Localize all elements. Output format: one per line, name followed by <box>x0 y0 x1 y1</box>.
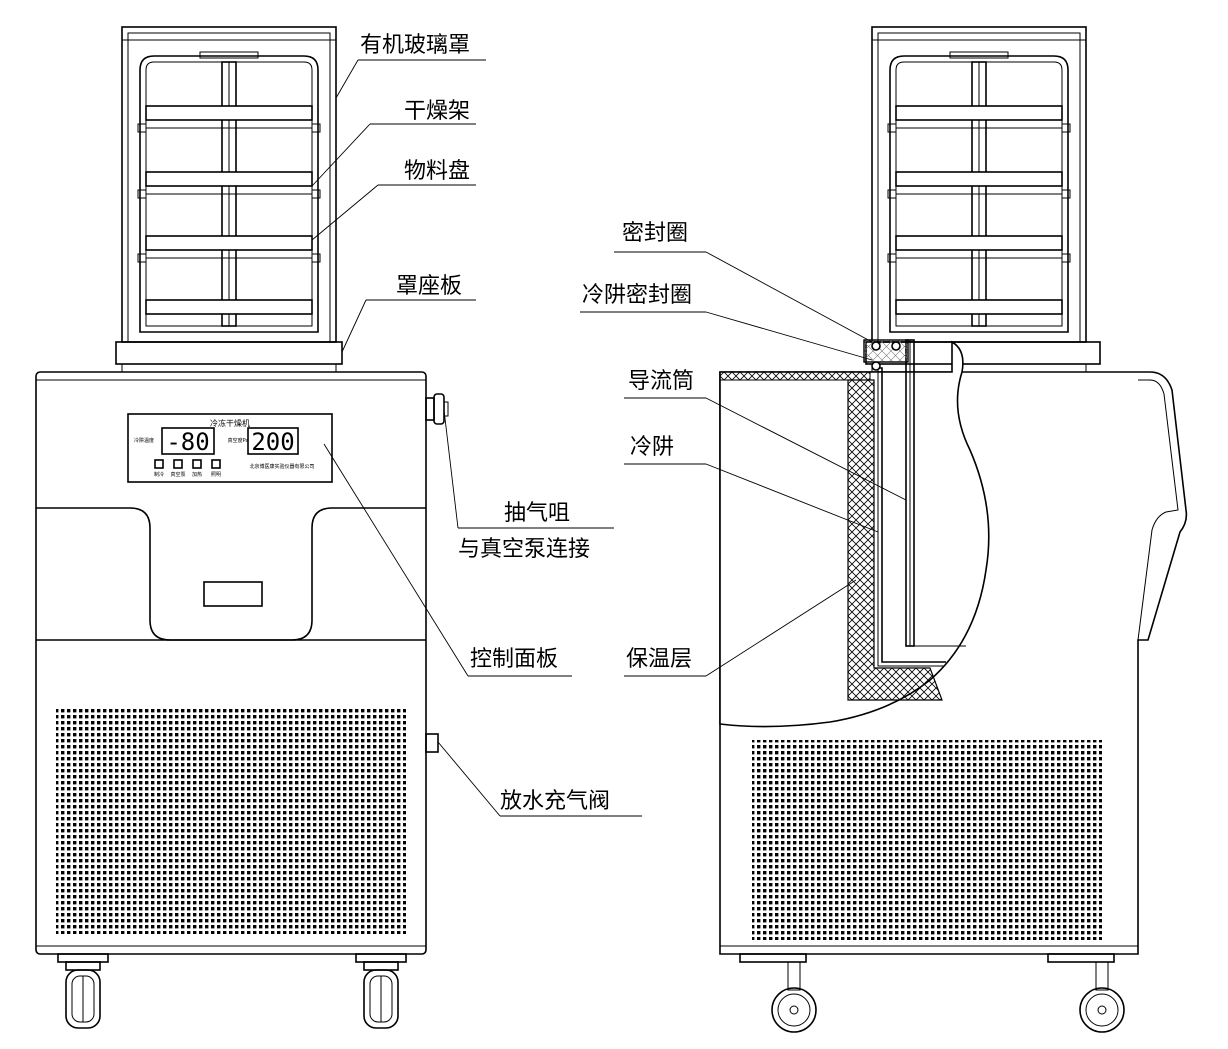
label-seal-ring: 密封圈 <box>622 221 688 246</box>
panel-button[interactable] <box>211 459 221 469</box>
vacuum-port <box>425 393 449 425</box>
material-trays <box>137 105 321 315</box>
right-caster <box>355 953 407 1029</box>
side-cabinet <box>719 371 1188 955</box>
label-trap-seal-ring: 冷阱密封圈 <box>582 283 692 308</box>
label-drying-rack: 干燥架 <box>404 99 470 124</box>
label-control-panel: 控制面板 <box>470 647 558 672</box>
cabinet-body <box>35 371 427 955</box>
panel-button-label: 真空泵 <box>170 471 185 478</box>
cutaway-section <box>719 339 990 728</box>
drying-rack <box>139 51 319 333</box>
panel-button-label: 制冷 <box>154 471 164 478</box>
panel-button-label: 加热 <box>192 471 202 478</box>
panel-display-left: -80 <box>166 428 209 456</box>
panel-left-caption: 冷阱温度 <box>134 437 154 444</box>
control-panel: 冷冻干燥机 冷阱温度 -80 真空度Pa 200 制冷 真空泵 加热 照明 北京… <box>127 413 333 483</box>
label-vacuum-port-connect: 与真空泵连接 <box>458 537 590 562</box>
panel-button-label: 照明 <box>211 472 221 478</box>
right-side-view: 密封圈 冷阱密封圈 导流筒 冷阱 保温层 <box>580 26 1188 1033</box>
side-caster-right <box>1047 953 1125 1033</box>
label-material-tray: 物料盘 <box>404 159 470 184</box>
side-vent-grille <box>752 740 1102 940</box>
right-leaders <box>580 251 907 677</box>
label-insulation: 保温层 <box>626 647 692 672</box>
drying-rack-right <box>887 51 1071 333</box>
panel-button[interactable] <box>173 459 183 469</box>
side-caster-left <box>739 953 817 1033</box>
label-cold-trap: 冷阱 <box>630 435 674 460</box>
panel-maker: 北京博医康实验仪器有限公司 <box>249 463 314 470</box>
panel-title: 冷冻干燥机 <box>210 418 250 428</box>
label-vacuum-port: 抽气咀 <box>504 501 570 526</box>
label-guide-tube: 导流筒 <box>628 369 694 394</box>
panel-display-right: 200 <box>251 428 294 456</box>
left-leaders <box>311 59 642 817</box>
panel-right-caption: 真空度Pa <box>228 437 249 444</box>
left-caster <box>57 953 109 1029</box>
front-vent-grille <box>56 708 406 934</box>
seal-ring <box>863 339 909 363</box>
panel-button[interactable] <box>154 459 164 469</box>
cover-base-plate <box>115 341 343 373</box>
panel-button[interactable] <box>192 459 202 469</box>
label-drain-valve: 放水充气阀 <box>500 789 610 814</box>
label-cover-base-plate: 罩座板 <box>396 274 462 299</box>
label-acrylic-cover: 有机玻璃罩 <box>360 33 470 58</box>
drain-valve <box>425 733 439 753</box>
trap-seal-ring <box>871 361 881 371</box>
left-front-view: 冷冻干燥机 冷阱温度 -80 真空度Pa 200 制冷 真空泵 加热 照明 北京… <box>35 26 642 1029</box>
